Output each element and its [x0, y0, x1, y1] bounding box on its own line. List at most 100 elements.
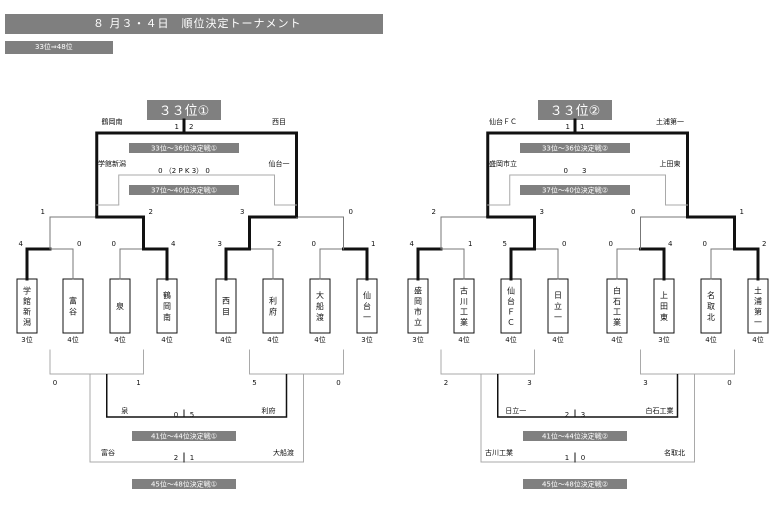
semi-score: 1 — [41, 208, 45, 216]
team-name-char: 市 — [414, 306, 422, 316]
team-name-char: 工 — [460, 307, 468, 316]
team-name-char: 業 — [460, 317, 468, 327]
loser-semi-left-score: 0 — [174, 411, 178, 419]
loser-r1-score: 2 — [444, 379, 448, 387]
loser-semi-bracket — [106, 374, 288, 418]
r1-score: 0 — [703, 240, 707, 248]
semi-score: 2 — [149, 208, 153, 216]
team-rank: 4位 — [705, 335, 716, 344]
team-name-char: 利 — [269, 296, 277, 306]
r1-score: 0 — [112, 240, 116, 248]
third-label: 37位～40位決定戦① — [151, 186, 217, 195]
team-name-char: 南 — [163, 312, 171, 322]
loser-r1-score: 0 — [53, 379, 57, 387]
page-subtitle: 33位⇒48位 — [5, 41, 113, 54]
final-bracket — [486, 131, 689, 217]
team-name-char: 川 — [460, 297, 468, 306]
team-name-char: 取 — [707, 302, 715, 311]
loser-final-right-score: 1 — [190, 454, 194, 462]
loser-semi-right-score: 3 — [581, 411, 585, 419]
r1-score: 1 — [371, 240, 375, 248]
final-bracket — [95, 131, 298, 217]
team-rank: 3位 — [361, 335, 372, 344]
final-score-left: 1 — [175, 123, 179, 131]
team-name-char: 仙 — [507, 285, 515, 295]
loser-semi-bracket — [497, 374, 679, 418]
third-team-left: 学館新潟 — [98, 159, 126, 168]
team-name-char: 立 — [414, 317, 422, 327]
loser-semi-right-score: 5 — [190, 411, 194, 419]
r1-score: 4 — [410, 240, 415, 248]
third-bracket — [509, 174, 666, 205]
loser-semi-label-box — [132, 431, 236, 441]
team-name-char: 一 — [754, 318, 762, 327]
loser-final-right-name: 名取北 — [664, 448, 685, 457]
loser-semi-label-box — [523, 431, 627, 441]
loser-final-label-box — [132, 479, 236, 489]
team-name-char: 古 — [460, 285, 468, 295]
team-rank: 4位 — [161, 335, 172, 344]
bracket-1: ３３位①学館新潟3位富谷4位泉4位鶴岡南4位西目4位利府4位大船渡4位仙台一3位… — [16, 100, 378, 489]
team-name-char: 北 — [707, 313, 715, 322]
loser-r1-score: 0 — [336, 379, 340, 387]
team-name-char: 第 — [754, 306, 762, 316]
final-label: 33位～36位決定戦② — [542, 144, 608, 153]
team-rank: 4位 — [458, 335, 469, 344]
r1-score: 0 — [562, 240, 566, 248]
r1-score: 4 — [19, 240, 24, 248]
team-name-char: 渡 — [316, 312, 324, 322]
semi-score: 2 — [432, 208, 436, 216]
team-name-char: 盛 — [414, 285, 422, 295]
r1-score: 5 — [503, 240, 507, 248]
semi-score: 0 — [349, 208, 353, 216]
team-name-char: Ｃ — [507, 318, 515, 327]
r1-score: 4 — [668, 240, 673, 248]
team-name-char: 館 — [23, 296, 31, 306]
team-box — [215, 278, 237, 334]
team-box — [62, 278, 84, 334]
loser-final-bracket — [480, 374, 695, 463]
team-name-char: 石 — [613, 297, 621, 306]
team-name-char: 立 — [554, 301, 562, 311]
loser-final-label: 45位～48位決定戦① — [151, 480, 217, 489]
team-name-char: 富 — [69, 296, 77, 306]
third-label-box — [129, 185, 239, 195]
loser-final-right-name: 大船渡 — [273, 448, 294, 457]
loser-r1-score: 3 — [643, 379, 647, 387]
loser-r1-score: 3 — [527, 379, 531, 387]
r1-score: 0 — [312, 240, 316, 248]
r1-score: 0 — [77, 240, 81, 248]
third-label: 37位～40位決定戦② — [542, 186, 608, 195]
r1-score: 2 — [762, 240, 766, 248]
team-rank: 4位 — [67, 335, 78, 344]
team-name-char: Ｆ — [507, 307, 515, 316]
team-rank: 4位 — [505, 335, 516, 344]
team-name-char: 府 — [269, 307, 277, 317]
third-bracket — [118, 174, 275, 205]
loser-final-label-box — [523, 479, 627, 489]
loser-semi-right-name: 利府 — [262, 406, 276, 415]
bracket-2: ３３位②盛岡市立3位古川工業4位仙台ＦＣ4位日立一4位白石工業4位上田東3位名取… — [407, 100, 769, 489]
team-rank: 4位 — [752, 335, 763, 344]
team-name-char: 浦 — [754, 296, 762, 306]
team-name-char: 谷 — [69, 308, 77, 317]
final-team-right: 西目 — [272, 118, 286, 126]
loser-semi-right-name: 白石工業 — [646, 406, 674, 415]
loser-semi-left-name: 泉 — [121, 406, 128, 415]
team-name-char: 台 — [507, 296, 515, 306]
semi-score: 0 — [631, 208, 635, 216]
team-name-char: 田 — [660, 302, 668, 311]
final-team-right: 土浦第一 — [656, 117, 684, 126]
team-rank: 4位 — [114, 335, 125, 344]
loser-final-label: 45位～48位決定戦② — [542, 480, 608, 489]
team-name-char: 岡 — [163, 302, 171, 311]
team-name-char: 工 — [613, 307, 621, 316]
team-name-char: 名 — [707, 290, 715, 300]
final-score-right: 2 — [189, 123, 193, 131]
team-name-char: 日 — [554, 291, 562, 300]
r1-score: 4 — [171, 240, 176, 248]
third-score: 0 3 — [564, 167, 587, 175]
team-name-char: 台 — [363, 301, 371, 311]
semi-score: 3 — [540, 208, 544, 216]
